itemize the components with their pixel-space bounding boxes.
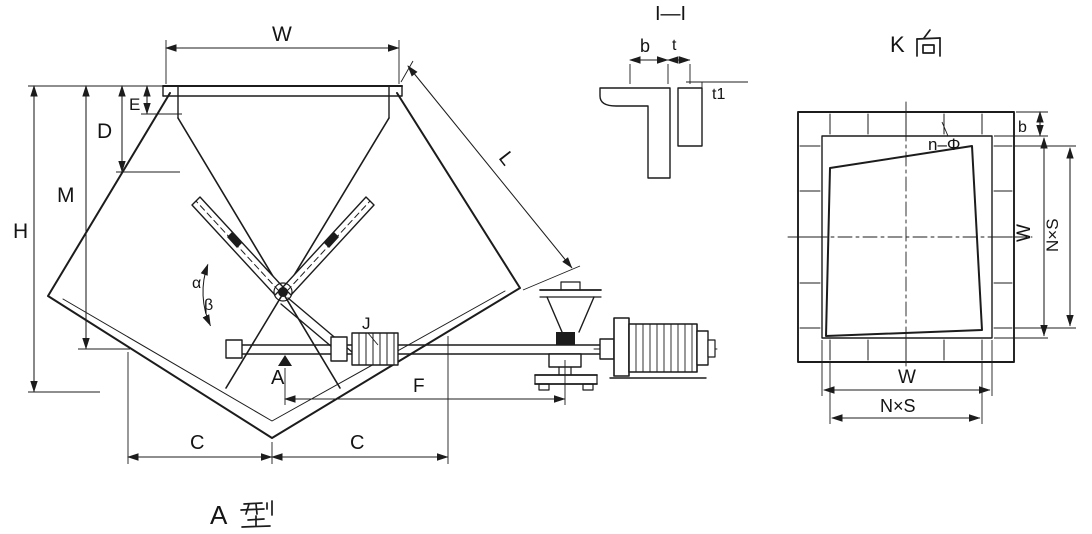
dim-c-right-label: C bbox=[350, 432, 364, 454]
k-view: K bbox=[787, 29, 1076, 424]
motor-body bbox=[628, 323, 698, 373]
dim-w-right-label: W bbox=[1014, 224, 1035, 242]
main-view: α β J A bbox=[13, 23, 720, 530]
dim-e: E bbox=[129, 85, 182, 115]
section-angle-profile bbox=[599, 87, 671, 179]
swing-angle-arc: α β bbox=[192, 263, 213, 327]
dim-c: C C bbox=[127, 336, 449, 464]
bolt-hole-ticks bbox=[799, 113, 1013, 361]
dim-b-section: b bbox=[629, 36, 669, 84]
dim-e-label: E bbox=[129, 95, 140, 114]
dim-w: W bbox=[165, 23, 400, 84]
dim-left-stack: H M D E bbox=[13, 85, 182, 393]
flap-plate-right bbox=[282, 196, 375, 296]
dim-nxs-bottom-label: N×S bbox=[880, 396, 916, 416]
datum-a-label: A bbox=[271, 367, 285, 389]
motor-endcap bbox=[696, 330, 709, 366]
motor-fins bbox=[635, 323, 693, 373]
dim-w-bottom: W bbox=[821, 340, 993, 396]
angle-alpha-label: α bbox=[192, 275, 201, 292]
hanzi-xing-glyph bbox=[240, 500, 273, 528]
section-plate bbox=[677, 87, 703, 147]
dim-w-label: W bbox=[272, 23, 292, 46]
main-view-caption: A bbox=[210, 500, 273, 530]
caption-latin: A bbox=[210, 500, 228, 530]
internal-chute-lines bbox=[177, 117, 390, 389]
datum-arrow bbox=[278, 355, 292, 366]
n-phi-label: n–Φ bbox=[928, 135, 960, 154]
rod-joint-label: J bbox=[362, 314, 371, 333]
control-rod: J A bbox=[225, 314, 601, 389]
dim-t1-section-label: t1 bbox=[712, 86, 725, 103]
dim-h: H bbox=[13, 85, 100, 393]
inlet-hopper bbox=[162, 85, 403, 119]
dim-w-right: W bbox=[994, 137, 1048, 339]
dim-b-k: b bbox=[994, 111, 1048, 137]
dim-d: D bbox=[97, 85, 180, 173]
dim-w-bottom-label: W bbox=[898, 367, 916, 388]
bolt-hole-callout: n–Φ bbox=[928, 121, 960, 154]
dim-b-section-label: b bbox=[640, 36, 650, 56]
dim-l: L bbox=[400, 60, 581, 291]
section-view: I—I b t t1 bbox=[599, 3, 748, 179]
clamp-nut bbox=[556, 332, 575, 345]
dim-m: M bbox=[57, 85, 130, 350]
support-pedestal bbox=[534, 281, 602, 391]
k-centerlines bbox=[787, 101, 1033, 375]
hanzi-xiang-glyph bbox=[916, 29, 941, 57]
motor-flange bbox=[613, 317, 630, 377]
dim-nxs-bottom: N×S bbox=[829, 362, 983, 424]
drive-motor bbox=[593, 317, 720, 379]
rod-spring bbox=[351, 332, 399, 366]
dim-t-section-label: t bbox=[672, 37, 677, 54]
section-title: I—I bbox=[655, 3, 686, 25]
flap-plate-front bbox=[825, 145, 983, 337]
flap-plate-left bbox=[191, 196, 284, 296]
dim-h-label: H bbox=[13, 220, 28, 243]
dim-nxs-right-label: N×S bbox=[1043, 218, 1062, 252]
k-view-title: K bbox=[890, 29, 941, 57]
k-title-latin: K bbox=[890, 32, 905, 57]
pivot-hub bbox=[273, 282, 293, 302]
dim-nxs-right: N×S bbox=[1015, 145, 1076, 329]
dim-m-label: M bbox=[57, 184, 75, 207]
dim-t1-section: t1 bbox=[686, 81, 748, 103]
dim-f: F bbox=[284, 360, 566, 405]
dim-c-left-label: C bbox=[190, 432, 204, 454]
angle-beta-label: β bbox=[204, 297, 213, 314]
dim-t-section: t bbox=[667, 37, 691, 84]
dim-d-label: D bbox=[97, 120, 112, 143]
dim-f-label: F bbox=[413, 376, 425, 397]
dim-b-k-label: b bbox=[1018, 119, 1027, 136]
dim-l-label: L bbox=[494, 148, 518, 170]
